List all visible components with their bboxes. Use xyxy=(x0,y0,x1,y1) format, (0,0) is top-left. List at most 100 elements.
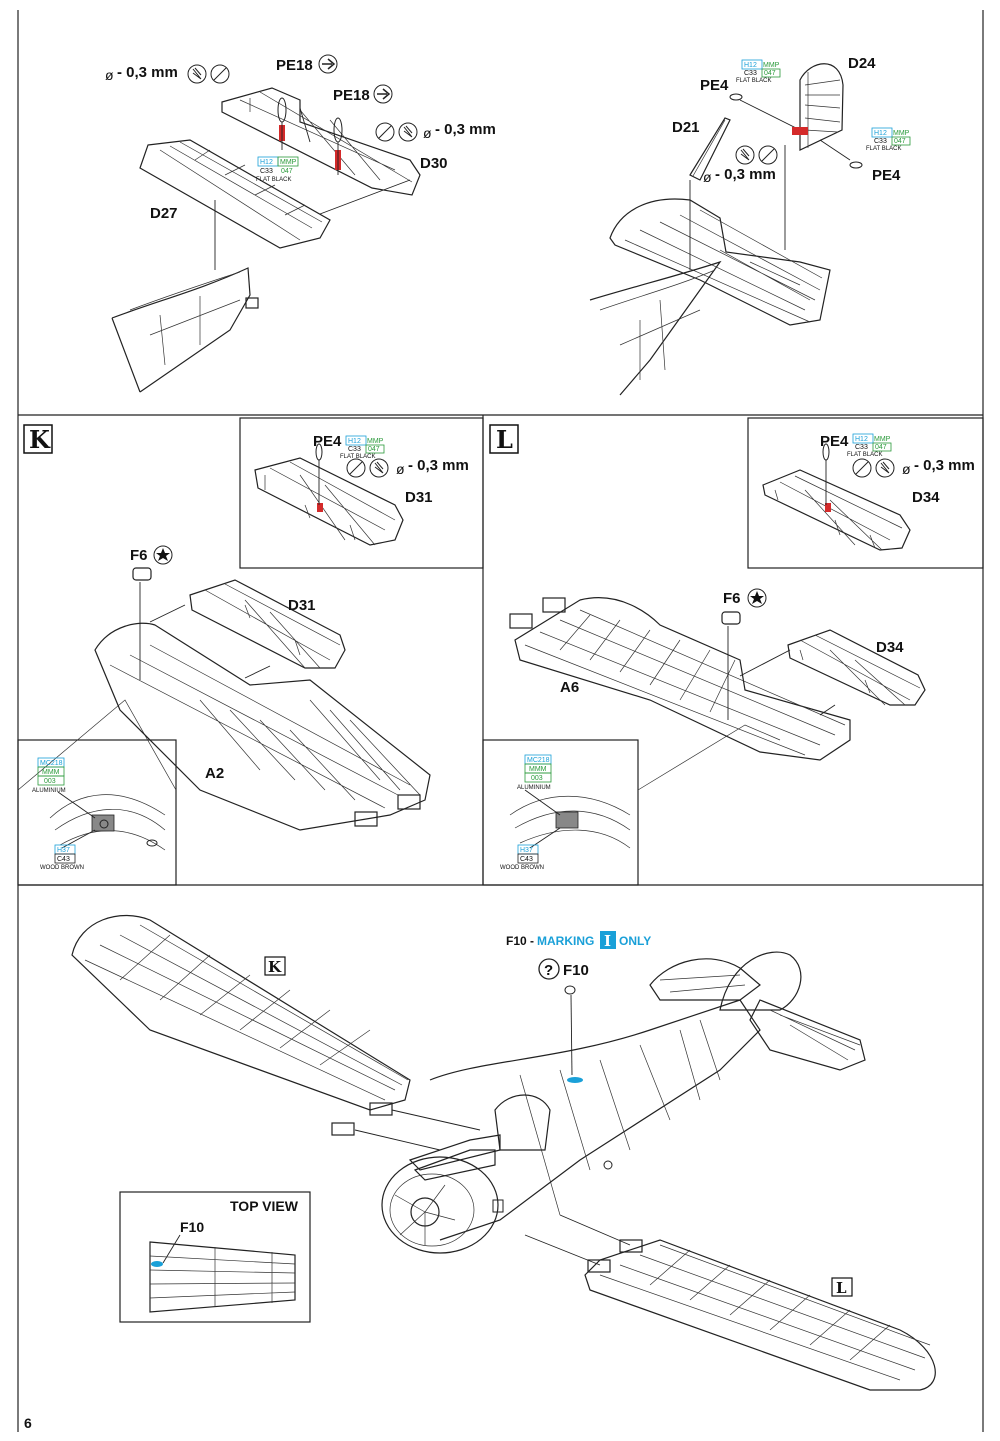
inset-k-detail xyxy=(17,739,177,886)
part-d31-label: D31 xyxy=(405,489,433,506)
svg-text:FLAT BLACK: FLAT BLACK xyxy=(256,177,291,183)
svg-text:MMP: MMP xyxy=(874,436,891,443)
pe4-red-marker xyxy=(317,503,323,512)
svg-text:C33: C33 xyxy=(744,70,757,77)
part-d30-label: D30 xyxy=(420,155,448,172)
part-pe4-label: PE4 xyxy=(820,433,849,450)
drill-icon xyxy=(369,458,389,478)
part-a6-label: A6 xyxy=(560,679,579,696)
star-icon xyxy=(747,588,767,608)
part-f10-label: F10 xyxy=(180,1219,204,1235)
svg-text:C33: C33 xyxy=(874,138,887,145)
svg-text:MC218: MC218 xyxy=(40,760,63,767)
svg-text:003: 003 xyxy=(44,778,56,785)
no-glue-icon xyxy=(758,145,778,165)
svg-text:MMM: MMM xyxy=(42,769,60,776)
svg-text:FLAT BLACK: FLAT BLACK xyxy=(866,146,901,152)
drill-icon xyxy=(398,122,418,142)
part-d24-label: D24 xyxy=(848,55,876,72)
svg-text:H12: H12 xyxy=(348,438,361,445)
drill-symbol: ø xyxy=(105,67,114,83)
svg-text:047: 047 xyxy=(875,444,887,451)
drill-symbol: ø xyxy=(396,461,405,477)
paint-code-aluminium: MC218 MMM 003 ALUMINIUM xyxy=(517,754,552,791)
assembly-vertical-tail xyxy=(589,63,863,396)
svg-text:ALUMINIUM: ALUMINIUM xyxy=(517,785,551,791)
svg-text:MC218: MC218 xyxy=(527,757,550,764)
no-glue-icon xyxy=(346,458,366,478)
panel-frames xyxy=(17,10,984,1432)
svg-text:H12: H12 xyxy=(874,130,887,137)
part-d27-label: D27 xyxy=(150,205,178,222)
part-pe18-label: PE18 xyxy=(333,87,370,104)
svg-text:MMP: MMP xyxy=(893,130,910,137)
paint-code-flat-black: H12 MMP C33 047 FLAT BLACK xyxy=(847,433,892,458)
svg-text:003: 003 xyxy=(531,775,543,782)
drill-icon xyxy=(187,64,207,84)
svg-text:H37: H37 xyxy=(57,847,70,854)
paint-code-flat-black: H12 MMP C33 047 FLAT BLACK xyxy=(256,156,299,183)
drill-note: - 0,3 mm xyxy=(435,121,496,138)
inset-k-detail-drawing xyxy=(49,791,166,851)
page-number: 6 xyxy=(24,1415,32,1431)
part-pe4-label: PE4 xyxy=(700,77,729,94)
wing-k-marker: K xyxy=(268,958,282,976)
final-assembly xyxy=(71,914,936,1391)
svg-text:047: 047 xyxy=(764,70,776,77)
inset-k-d31 xyxy=(239,417,484,569)
svg-text:?: ? xyxy=(544,962,553,979)
svg-text:MMP: MMP xyxy=(367,438,384,445)
no-glue-icon xyxy=(852,458,872,478)
part-d34-label: D34 xyxy=(912,489,940,506)
part-pe4-label: PE4 xyxy=(872,167,901,184)
svg-text:H12: H12 xyxy=(744,62,757,69)
part-f6-label: F6 xyxy=(130,547,148,564)
svg-text:WOOD BROWN: WOOD BROWN xyxy=(500,865,544,871)
drill-icon xyxy=(875,458,895,478)
wing-l-marker: L xyxy=(836,1279,847,1297)
paint-code-wood-brown: H37 C43 WOOD BROWN xyxy=(500,844,544,871)
marking-number-box xyxy=(600,931,616,949)
no-glue-icon xyxy=(375,122,395,142)
drill-note: - 0,3 mm xyxy=(408,457,469,474)
svg-text:H37: H37 xyxy=(520,847,533,854)
step-k: K xyxy=(23,424,431,831)
f10-cyan-marker xyxy=(151,1261,163,1267)
pe4-red-marker xyxy=(825,503,831,512)
svg-text:ALUMINIUM: ALUMINIUM xyxy=(32,788,66,794)
part-f6-label: F6 xyxy=(723,590,741,607)
f10-cyan-marker xyxy=(567,1077,583,1083)
part-pe18-label: PE18 xyxy=(276,57,313,74)
drill-symbol: ø xyxy=(703,169,712,185)
marking-note-prefix: F10 - xyxy=(506,934,534,948)
svg-text:WOOD BROWN: WOOD BROWN xyxy=(40,865,84,871)
part-f10-label: F10 xyxy=(563,962,589,979)
svg-text:C43: C43 xyxy=(57,856,70,863)
svg-text:MMP: MMP xyxy=(763,62,780,69)
svg-text:C33: C33 xyxy=(348,446,361,453)
inset-l-d34 xyxy=(747,417,984,569)
svg-text:FLAT BLACK: FLAT BLACK xyxy=(847,452,882,458)
svg-text:MMM: MMM xyxy=(529,766,547,773)
svg-text:FLAT BLACK: FLAT BLACK xyxy=(340,454,375,460)
marking-note: F10 - MARKING I ONLY xyxy=(506,931,651,950)
star-icon xyxy=(153,545,173,565)
drill-note: - 0,3 mm xyxy=(914,457,975,474)
marking-note-number: I xyxy=(604,932,611,950)
svg-text:C33: C33 xyxy=(855,444,868,451)
drill-icon xyxy=(735,145,755,165)
part-pe4-label: PE4 xyxy=(313,433,342,450)
paint-code-wood-brown: H37 C43 WOOD BROWN xyxy=(40,844,84,871)
drill-note: - 0,3 mm xyxy=(715,166,776,183)
paint-code-aluminium: MC218 MMM 003 ALUMINIUM xyxy=(32,757,66,794)
photo-etch-icon xyxy=(373,84,393,104)
question-icon: ? xyxy=(538,958,560,980)
step-k-label: K xyxy=(29,425,51,454)
step-l: L xyxy=(489,424,926,761)
svg-text:MMP: MMP xyxy=(280,159,297,166)
svg-text:047: 047 xyxy=(281,168,293,175)
svg-text:047: 047 xyxy=(894,138,906,145)
photo-etch-icon xyxy=(318,54,338,74)
part-d31-label: D31 xyxy=(288,597,316,614)
